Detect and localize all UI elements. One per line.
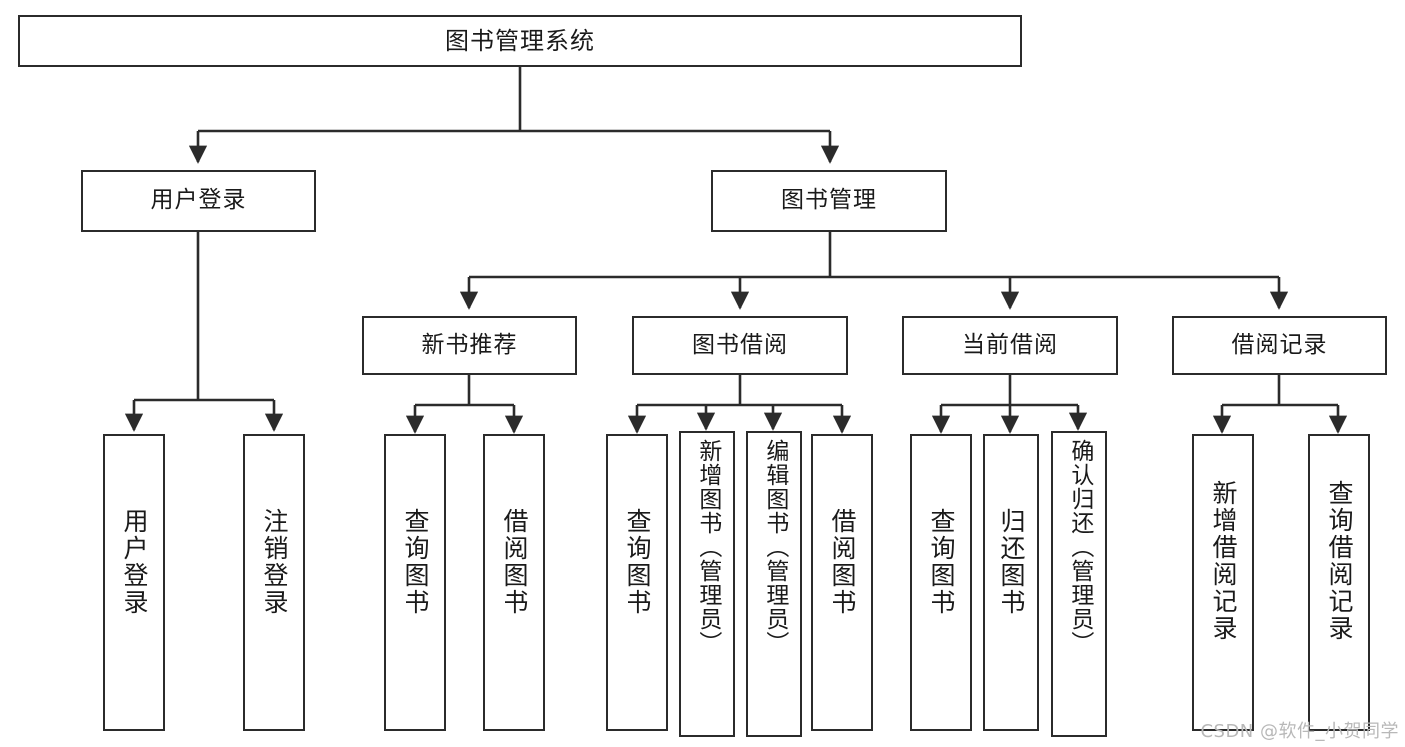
node-label: 新增图书（管理员） xyxy=(694,439,721,655)
leaf-current-confirm-return-admin[interactable]: 确认归还（管理员） xyxy=(1051,431,1107,737)
node-label: 图书管理系统 xyxy=(445,26,595,55)
node-new-book-recommend[interactable]: 新书推荐 xyxy=(362,316,577,375)
leaf-user-login-logout[interactable]: 注销登录 xyxy=(243,434,305,731)
node-label: 借阅图书 xyxy=(500,508,529,616)
leaf-borrow-query-book[interactable]: 查询图书 xyxy=(606,434,668,731)
leaf-recommend-borrow-book[interactable]: 借阅图书 xyxy=(483,434,545,731)
node-label: 编辑图书（管理员） xyxy=(761,439,788,655)
node-label: 查询图书 xyxy=(401,508,430,616)
leaf-borrow-borrow-book[interactable]: 借阅图书 xyxy=(811,434,873,731)
node-book-management[interactable]: 图书管理 xyxy=(711,170,947,232)
node-label: 借阅图书 xyxy=(828,508,857,616)
node-borrow-record[interactable]: 借阅记录 xyxy=(1172,316,1387,375)
node-user-login[interactable]: 用户登录 xyxy=(81,170,316,232)
node-label: 借阅记录 xyxy=(1231,331,1328,358)
node-label: 注销登录 xyxy=(260,508,289,616)
node-label: 新书推荐 xyxy=(421,331,518,358)
node-book-borrow[interactable]: 图书借阅 xyxy=(632,316,848,375)
node-label: 当前借阅 xyxy=(962,331,1058,358)
node-root-system[interactable]: 图书管理系统 xyxy=(18,15,1022,67)
node-label: 查询图书 xyxy=(623,508,652,616)
node-label: 新增借阅记录 xyxy=(1209,480,1238,642)
node-current-borrow[interactable]: 当前借阅 xyxy=(902,316,1118,375)
node-label: 确认归还（管理员） xyxy=(1066,439,1093,655)
node-label: 用户登录 xyxy=(120,508,149,616)
node-label: 用户登录 xyxy=(150,187,247,214)
leaf-user-login-login[interactable]: 用户登录 xyxy=(103,434,165,731)
node-label: 图书管理 xyxy=(781,187,877,214)
leaf-borrow-edit-book-admin[interactable]: 编辑图书（管理员） xyxy=(746,431,802,737)
node-label: 查询借阅记录 xyxy=(1325,480,1354,642)
node-label: 图书借阅 xyxy=(692,331,788,358)
node-label: 查询图书 xyxy=(927,508,956,616)
leaf-borrow-add-book-admin[interactable]: 新增图书（管理员） xyxy=(679,431,735,737)
leaf-recommend-query-book[interactable]: 查询图书 xyxy=(384,434,446,731)
leaf-record-add-record[interactable]: 新增借阅记录 xyxy=(1192,434,1254,731)
leaf-record-query-record[interactable]: 查询借阅记录 xyxy=(1308,434,1370,731)
leaf-current-query-book[interactable]: 查询图书 xyxy=(910,434,972,731)
node-label: 归还图书 xyxy=(997,508,1026,616)
leaf-current-return-book[interactable]: 归还图书 xyxy=(983,434,1039,731)
watermark: CSDN @软件_小贺同学 xyxy=(1200,721,1399,742)
